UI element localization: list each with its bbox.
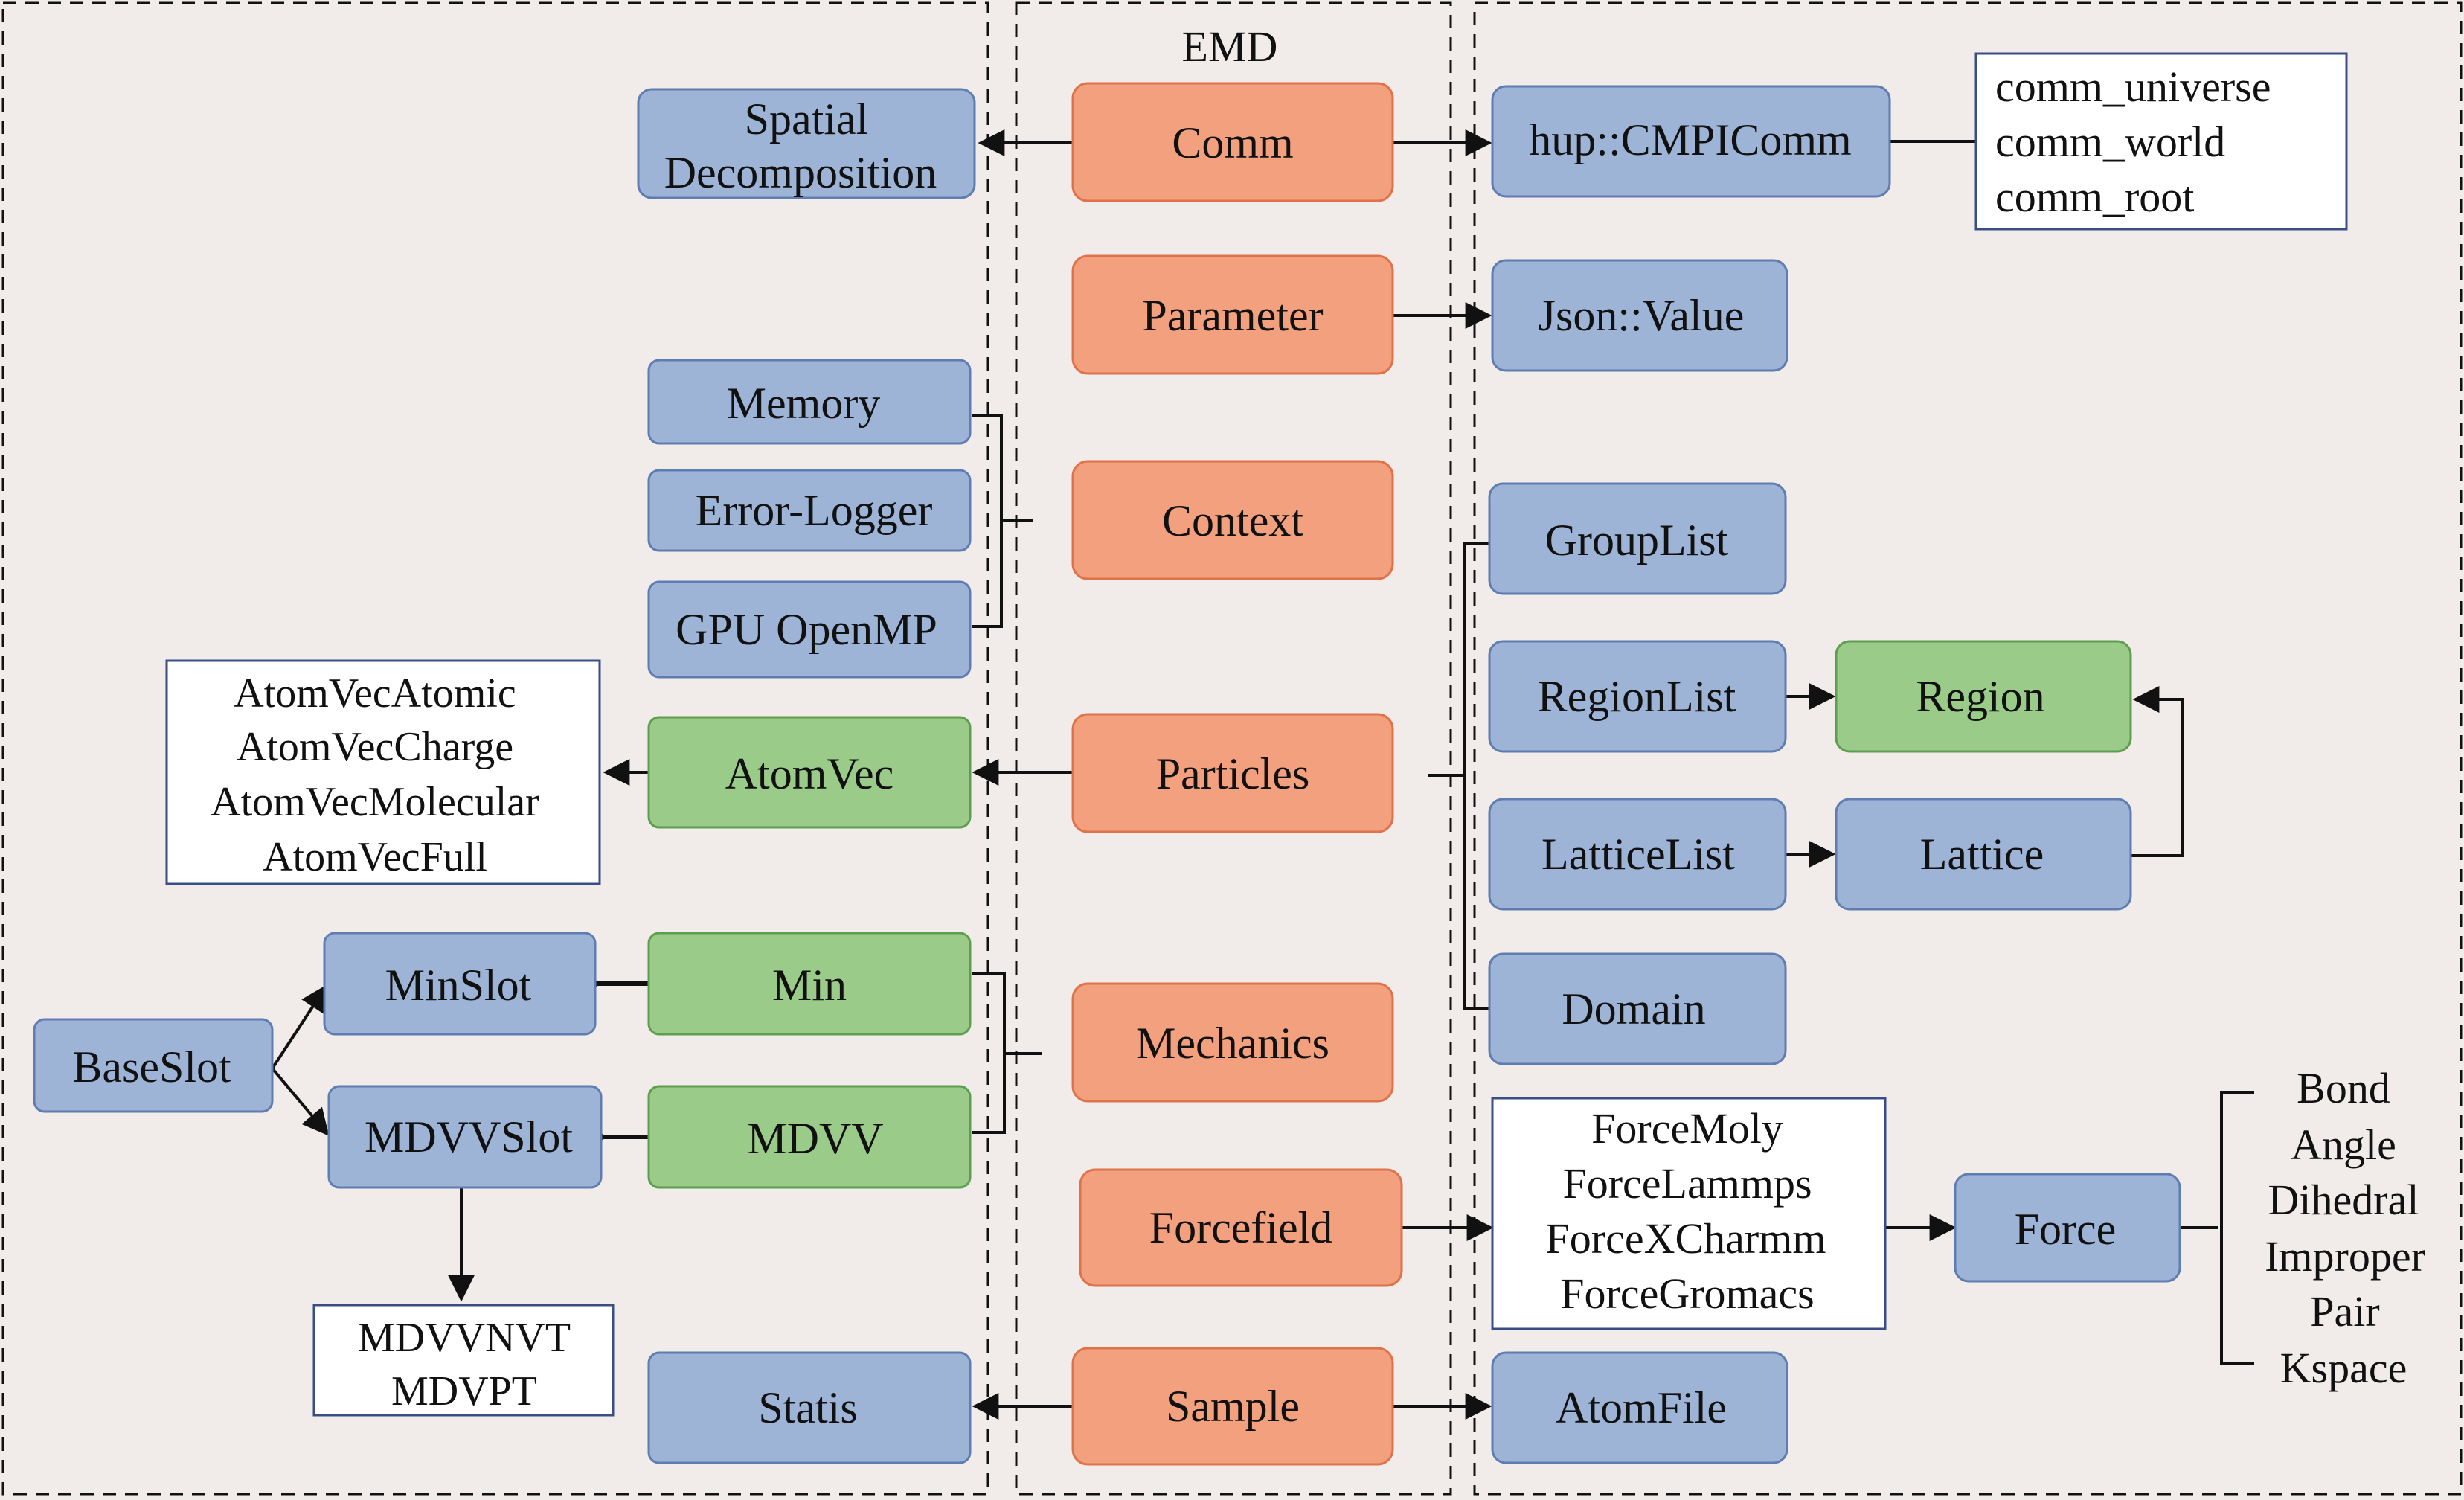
atomvec-type-3: AtomVecFull: [263, 834, 487, 880]
baseslot-label: BaseSlot: [72, 1042, 231, 1092]
node-atomvec-list: AtomVecAtomic AtomVecCharge AtomVecMolec…: [165, 659, 601, 885]
emd-title: EMD: [1182, 22, 1278, 71]
force-type-0: ForceMoly: [1591, 1104, 1783, 1153]
force-type-1: ForceLammps: [1562, 1159, 1812, 1208]
statis-label: Statis: [758, 1383, 857, 1432]
comm-list-0: comm_universe: [1995, 62, 2271, 111]
error-logger-label: Error-Logger: [696, 486, 933, 535]
node-particles: Particles: [1071, 713, 1394, 833]
atomvec-type-0: AtomVecAtomic: [234, 670, 516, 717]
force-term-1: Angle: [2291, 1121, 2396, 1169]
node-minslot: MinSlot: [323, 932, 597, 1036]
force-term-4: Pair: [2310, 1287, 2379, 1336]
lattice-label: Lattice: [1920, 830, 2044, 879]
mdvv-label: MDVV: [747, 1114, 883, 1163]
atomvec-type-1: AtomVecCharge: [237, 724, 513, 770]
node-lattice: Lattice: [1835, 798, 2132, 911]
force-terms: Bond Angle Dihedral Improper Pair Kspace: [2265, 1064, 2425, 1392]
regionlist-label: RegionList: [1538, 672, 1736, 721]
force-term-3: Improper: [2265, 1232, 2425, 1281]
node-gpu-openmp: GPU OpenMP: [647, 580, 972, 679]
node-comm: Comm: [1071, 82, 1394, 202]
connectors: [271, 129, 2254, 1420]
bracket-force-terms: [2220, 1091, 2254, 1365]
force-label: Force: [2015, 1205, 2117, 1254]
right-panel: [1473, 1, 2463, 1496]
json-value-label: Json::Value: [1539, 291, 1745, 340]
domain-label: Domain: [1562, 984, 1705, 1033]
atomfile-label: AtomFile: [1556, 1383, 1727, 1432]
left-nodes: Spatial Decomposition Memory Error-Logge…: [33, 88, 976, 1464]
node-mdvvslot: MDVVSlot: [327, 1085, 603, 1189]
node-force: Force: [1954, 1173, 2181, 1283]
node-context: Context: [1071, 460, 1394, 580]
center-panel: [1015, 1, 1452, 1496]
node-mdvv-list: MDVVNVT MDVPT: [312, 1304, 615, 1417]
node-particles-label: Particles: [1156, 749, 1310, 798]
node-context-label: Context: [1162, 496, 1303, 545]
node-force-types: ForceMoly ForceLammps ForceXCharmm Force…: [1491, 1097, 1887, 1330]
spatial-label-line1: Spatial: [745, 94, 869, 144]
node-error-logger: Error-Logger: [647, 469, 972, 552]
spatial-label-line2: Decomposition: [664, 148, 937, 197]
gpu-openmp-label: GPU OpenMP: [676, 605, 937, 654]
comm-list-1: comm_world: [1995, 118, 2225, 166]
grouplist-label: GroupList: [1545, 516, 1729, 565]
node-sample: Sample: [1071, 1347, 1394, 1466]
right-nodes: hup::CMPIComm comm_universe comm_world c…: [1488, 52, 2425, 1464]
node-forcefield-label: Forcefield: [1149, 1203, 1333, 1252]
node-json-value: Json::Value: [1491, 259, 1788, 372]
force-type-3: ForceGromacs: [1560, 1269, 1814, 1318]
arrow-lattice-region: [2131, 686, 2184, 857]
node-memory: Memory: [647, 359, 972, 445]
node-latticelist: LatticeList: [1488, 798, 1787, 911]
node-statis: Statis: [647, 1351, 972, 1464]
force-term-5: Kspace: [2280, 1344, 2407, 1392]
node-spatial-decomposition: Spatial Decomposition: [637, 88, 976, 199]
min-label: Min: [772, 961, 847, 1010]
mdvv-type-1: MDVPT: [391, 1368, 537, 1414]
node-region: Region: [1835, 640, 2132, 753]
node-comm-label: Comm: [1172, 118, 1293, 167]
node-domain: Domain: [1488, 952, 1787, 1065]
node-baseslot: BaseSlot: [33, 1018, 274, 1113]
atomvec-type-2: AtomVecMolecular: [211, 779, 539, 825]
node-cmpicomm: hup::CMPIComm: [1491, 85, 1891, 198]
cmpicomm-label: hup::CMPIComm: [1529, 115, 1851, 164]
latticelist-label: LatticeList: [1541, 830, 1735, 879]
comm-list-2: comm_root: [1995, 173, 2194, 221]
center-nodes: Comm Parameter Context Particles Mechani…: [1071, 82, 1403, 1466]
node-comm-list: comm_universe comm_world comm_root: [1974, 52, 2348, 231]
node-grouplist: GroupList: [1488, 482, 1787, 595]
memory-label: Memory: [727, 379, 881, 428]
node-atomfile: AtomFile: [1491, 1351, 1788, 1464]
node-parameter-label: Parameter: [1142, 291, 1323, 340]
arrow-baseslot-mdvvslot: [271, 1067, 330, 1136]
minslot-label: MinSlot: [385, 961, 532, 1010]
force-type-2: ForceXCharmm: [1546, 1214, 1826, 1263]
force-term-2: Dihedral: [2268, 1176, 2419, 1224]
node-mdvv: MDVV: [647, 1085, 972, 1189]
node-regionlist: RegionList: [1488, 640, 1787, 753]
force-term-0: Bond: [2297, 1064, 2390, 1112]
node-parameter: Parameter: [1071, 254, 1394, 375]
node-mechanics-label: Mechanics: [1136, 1019, 1329, 1068]
mdvvslot-label: MDVVSlot: [365, 1112, 573, 1161]
node-atomvec: AtomVec: [647, 716, 972, 829]
left-panel: [1, 1, 989, 1496]
node-mechanics: Mechanics: [1071, 982, 1394, 1103]
arrow-baseslot-minslot: [271, 984, 327, 1070]
region-label: Region: [1916, 672, 2044, 721]
atomvec-label: AtomVec: [725, 749, 894, 798]
node-min: Min: [647, 932, 972, 1036]
node-forcefield: Forcefield: [1079, 1168, 1403, 1287]
node-sample-label: Sample: [1166, 1382, 1300, 1431]
mdvv-type-0: MDVVNVT: [358, 1315, 571, 1361]
